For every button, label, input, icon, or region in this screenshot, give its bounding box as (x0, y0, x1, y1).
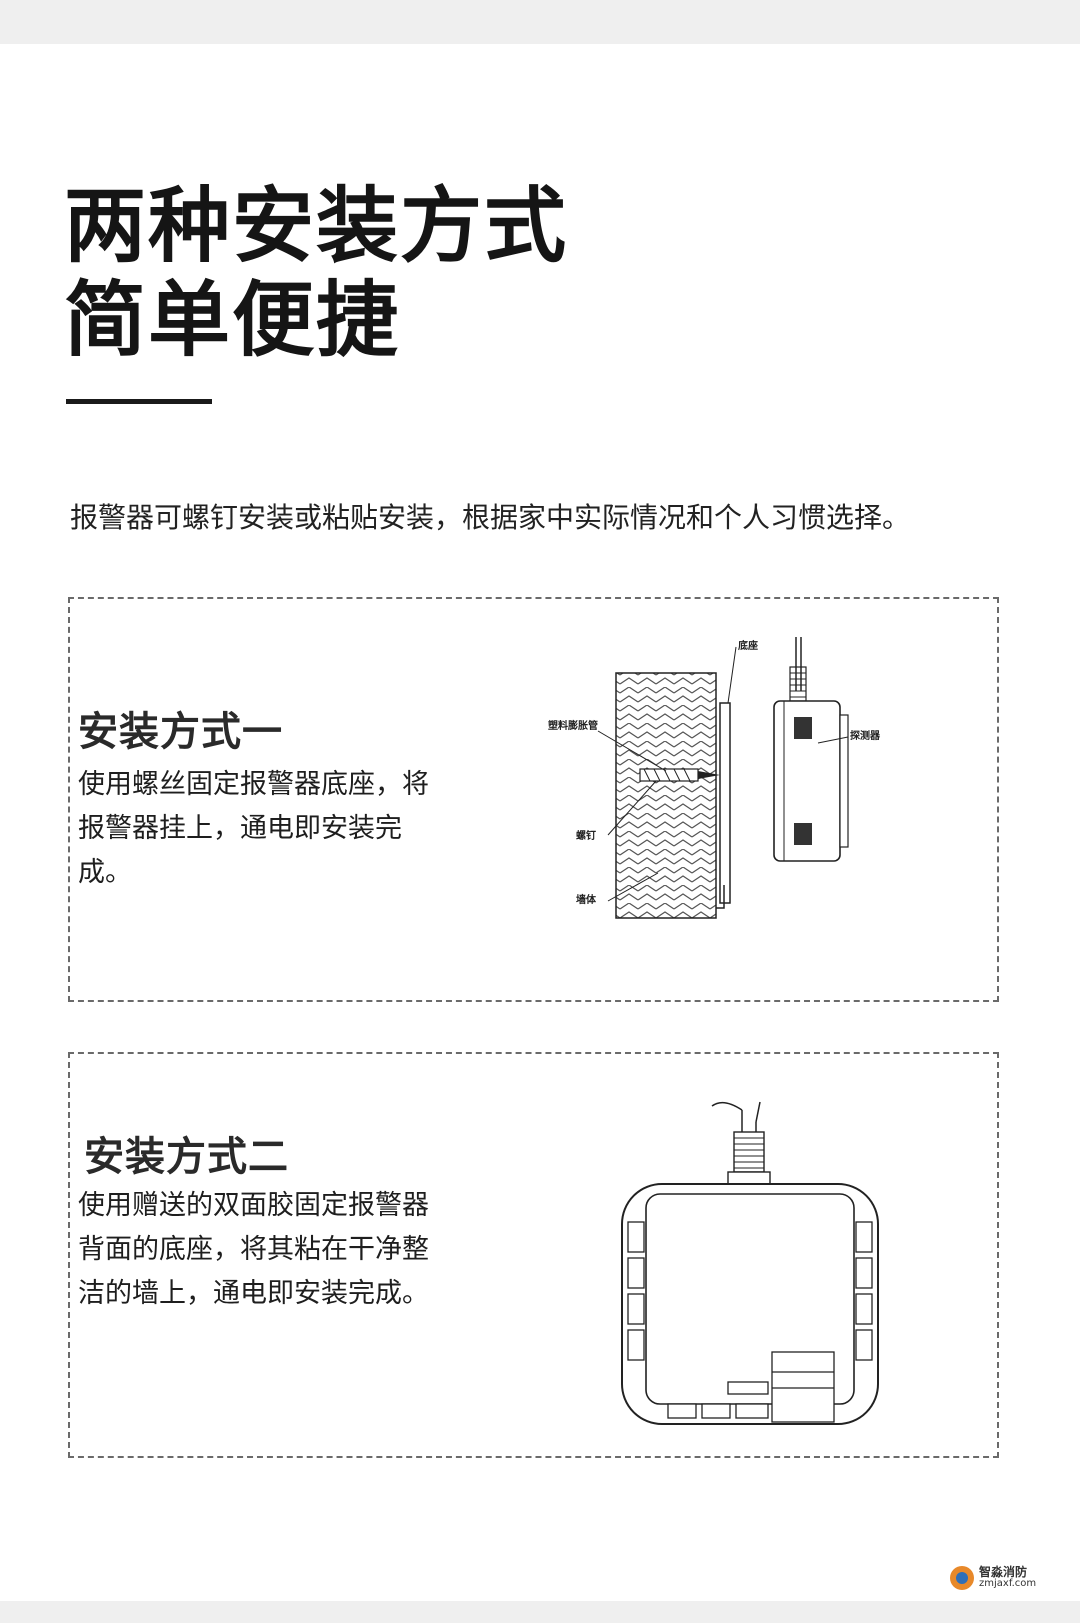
bottom-band (0, 1601, 1080, 1623)
method-two-heading: 安装方式二 (84, 1134, 289, 1180)
watermark-url: zmjaxf.com (979, 1578, 1037, 1589)
label-screw: 螺钉 (576, 829, 596, 842)
flame-logo-icon (950, 1566, 974, 1590)
intro-text: 报警器可螺钉安装或粘贴安装，根据家中实际情况和个人习惯选择。 (70, 501, 911, 534)
label-anchor: 塑料膨胀管 (548, 719, 598, 732)
base-shape (719, 702, 731, 904)
method-one-card: 安装方式一 使用螺丝固定报警器底座，将报警器挂上，通电即安装完成。 (68, 597, 999, 1002)
title-line-1: 两种安装方式 (64, 179, 569, 274)
method-one-heading: 安装方式一 (78, 709, 283, 755)
title-line-2: 简单便捷 (64, 273, 401, 368)
wall-shape (615, 672, 717, 919)
method-two-card: 安装方式二 使用赠送的双面胶固定报警器背面的底座，将其粘在干净整洁的墙上，通电即… (68, 1052, 999, 1458)
method-two-description: 使用赠送的双面胶固定报警器背面的底座，将其粘在干净整洁的墙上，通电即安装完成。 (78, 1190, 429, 1309)
page-title: 两种安装方式 简单便捷 (64, 180, 568, 368)
top-band (0, 0, 1080, 44)
adhesive-mount-diagram (621, 1101, 879, 1425)
watermark-name: 智淼消防 (979, 1565, 1028, 1579)
label-wall: 墙体 (576, 893, 597, 906)
label-detector: 探测器 (850, 729, 881, 742)
title-underline (66, 399, 212, 404)
label-base: 底座 (738, 639, 758, 652)
watermark: 智淼消防 zmjaxf.com (950, 1566, 1036, 1590)
screw-mount-diagram: 底座 塑料膨胀管 螺钉 墙体 探测器 (548, 637, 881, 919)
method-one-description: 使用螺丝固定报警器底座，将报警器挂上，通电即安装完成。 (78, 769, 429, 888)
